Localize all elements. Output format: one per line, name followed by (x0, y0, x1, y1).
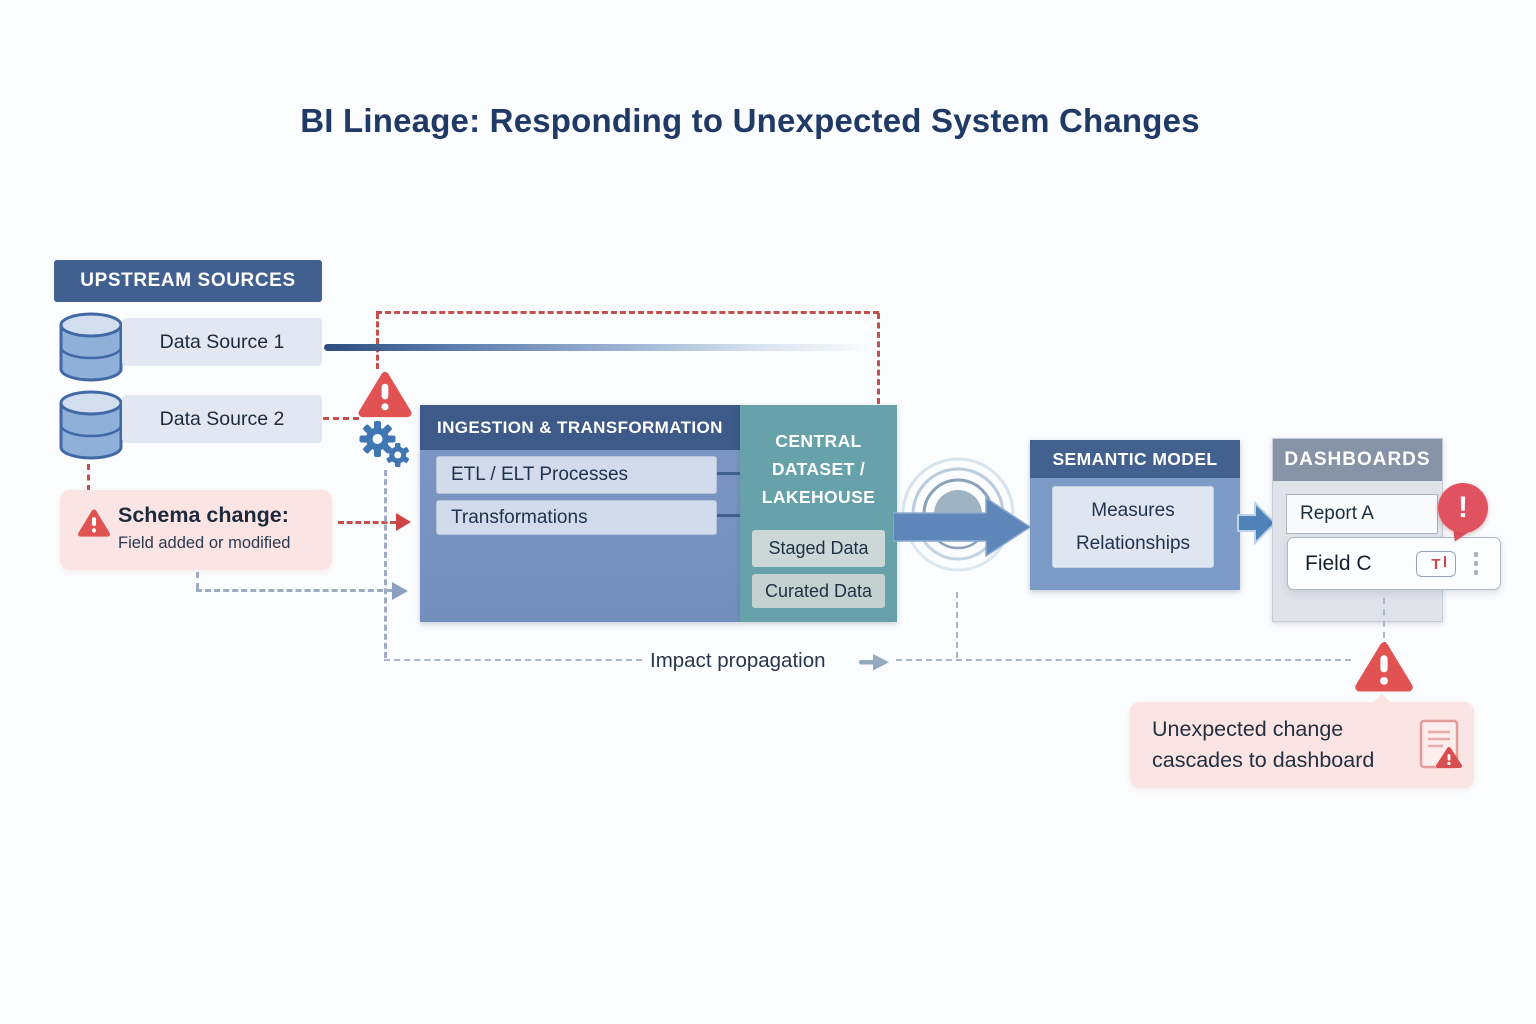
data-source-2: Data Source 2 (122, 395, 322, 443)
red-dashed-arrow (338, 521, 396, 524)
etl-processes-box: ETL / ELT Processes (436, 456, 717, 494)
gray-dashed-connector (196, 589, 392, 592)
document-alert-icon (1419, 719, 1462, 769)
gray-arrowhead (392, 582, 408, 600)
gray-dashed-connector (1383, 598, 1385, 638)
report-a-card: Report A (1286, 494, 1438, 534)
small-arrow-icon (859, 654, 889, 671)
connector-tick (717, 472, 740, 475)
ingestion-header: INGESTION & TRANSFORMATION (420, 405, 740, 450)
field-c-card: Field C T (1287, 537, 1501, 590)
flow-arrow-icon (893, 496, 1032, 558)
upstream-sources-header: UPSTREAM SOURCES (54, 260, 322, 302)
red-dashed-connector (376, 311, 879, 314)
red-dashed-connector (376, 313, 379, 369)
semantic-model-panel: SEMANTIC MODEL Measures Relationships (1030, 440, 1240, 590)
schema-change-note: Schema change: Field added or modified (60, 490, 332, 570)
gray-dashed-connector (384, 470, 387, 658)
curated-data-box: Curated Data (752, 574, 885, 608)
type-cursor-mark (1444, 556, 1446, 567)
red-dashed-connector (323, 417, 359, 420)
warning-triangle-icon (358, 371, 412, 418)
field-c-label: Field C (1305, 551, 1372, 575)
gray-dashed-connector (956, 592, 958, 658)
data-source-1: Data Source 1 (122, 318, 322, 366)
data-flow-line (324, 344, 872, 351)
transformations-box: Transformations (436, 500, 717, 535)
connector-tick (717, 514, 740, 517)
kebab-menu-icon (1474, 552, 1478, 575)
impact-propagation-label: Impact propagation (650, 649, 826, 672)
red-arrowhead (396, 513, 411, 531)
schema-change-title: Schema change: (118, 503, 289, 527)
warning-triangle-icon (78, 509, 110, 537)
cascade-note-text: Unexpected change cascades to dashboard (1152, 717, 1375, 772)
exclamation-bubble-icon: ! (1438, 483, 1488, 533)
flow-arrow-icon (1237, 500, 1277, 546)
database-icon (59, 312, 123, 382)
impact-propagation-line (896, 659, 1351, 661)
text-field-type-icon: T (1416, 551, 1456, 577)
impact-propagation-line (384, 659, 642, 661)
dashboards-panel: DASHBOARDS Report A (1272, 438, 1443, 622)
database-icon (59, 390, 123, 460)
warning-triangle-icon (1355, 642, 1413, 692)
gray-dashed-connector (196, 572, 199, 589)
red-dashed-connector (87, 464, 90, 491)
cascade-note: Unexpected change cascades to dashboard (1130, 702, 1474, 788)
page-title: BI Lineage: Responding to Unexpected Sys… (300, 102, 1200, 139)
semantic-model-header: SEMANTIC MODEL (1030, 440, 1240, 478)
note-notch (1372, 683, 1392, 704)
dashboards-header: DASHBOARDS (1273, 439, 1442, 481)
staged-data-box: Staged Data (752, 530, 885, 567)
red-dashed-connector (877, 313, 880, 404)
central-dataset-panel: CENTRAL DATASET / LAKEHOUSE Staged Data … (740, 405, 897, 622)
schema-change-subtitle: Field added or modified (118, 534, 291, 552)
ingestion-panel: INGESTION & TRANSFORMATION ETL / ELT Pro… (420, 405, 740, 622)
measures-relationships-box: Measures Relationships (1052, 486, 1214, 568)
gears-icon (359, 421, 409, 467)
central-dataset-header: CENTRAL DATASET / LAKEHOUSE (761, 431, 876, 507)
